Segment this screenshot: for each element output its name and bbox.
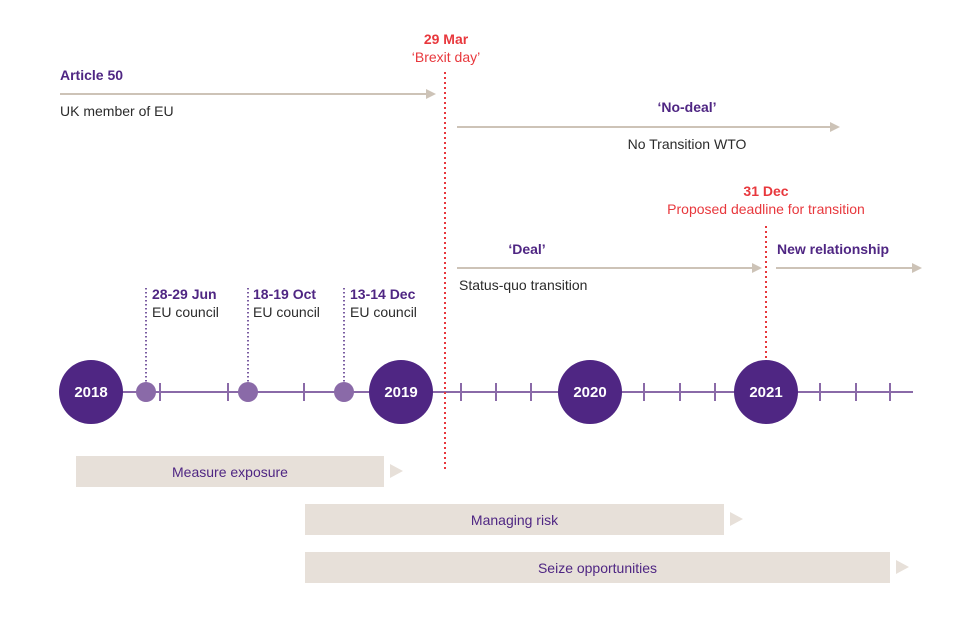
council-date: 18-19 Oct bbox=[253, 286, 317, 302]
new-relationship-title: New relationship bbox=[777, 241, 890, 257]
nodeal-label: No Transition WTO bbox=[627, 136, 747, 152]
council-date: 13-14 Dec bbox=[350, 286, 416, 302]
council-label: EU council bbox=[253, 304, 320, 320]
council-dot bbox=[238, 382, 258, 402]
deal-label: Status-quo transition bbox=[459, 277, 588, 293]
council-label: EU council bbox=[152, 304, 219, 320]
year-node-2018: 2018 bbox=[59, 360, 123, 424]
period-arrows bbox=[60, 89, 922, 273]
council-date: 28-29 Jun bbox=[152, 286, 217, 302]
article50-label: UK member of EU bbox=[60, 103, 174, 119]
article50-title: Article 50 bbox=[60, 67, 124, 83]
deal-title: ‘Deal’ bbox=[508, 241, 546, 257]
council-connectors bbox=[145, 288, 345, 382]
phase-arrow-icon bbox=[896, 560, 909, 574]
axis-ticks bbox=[159, 383, 891, 401]
phase-arrow-icon bbox=[390, 464, 403, 478]
council-dot bbox=[136, 382, 156, 402]
phase-managing-risk: Managing risk bbox=[305, 504, 724, 535]
brexit-label: ‘Brexit day’ bbox=[411, 49, 481, 65]
year-node-2020: 2020 bbox=[558, 360, 622, 424]
council-dot bbox=[334, 382, 354, 402]
brexit-date: 29 Mar bbox=[423, 31, 469, 47]
deadline-date: 31 Dec bbox=[743, 183, 789, 199]
phase-measure-exposure: Measure exposure bbox=[76, 456, 384, 487]
phase-seize-opportunities: Seize opportunities bbox=[305, 552, 890, 583]
council-label: EU council bbox=[350, 304, 417, 320]
nodeal-title: ‘No-deal’ bbox=[657, 99, 717, 115]
deadline-label: Proposed deadline for transition bbox=[667, 201, 865, 217]
phase-arrow-icon bbox=[730, 512, 743, 526]
year-node-2019: 2019 bbox=[369, 360, 433, 424]
year-node-2021: 2021 bbox=[734, 360, 798, 424]
